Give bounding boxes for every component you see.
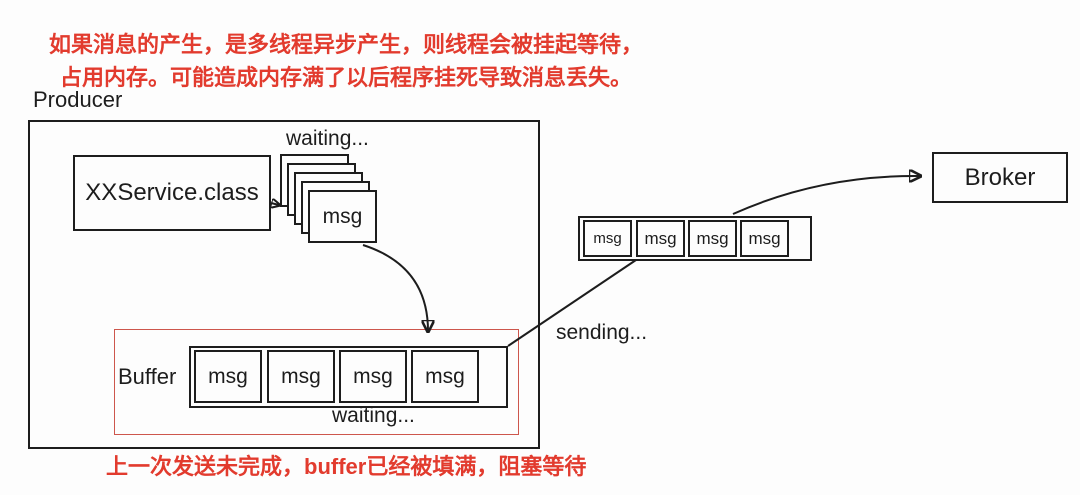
buffer-slot-3: msg — [339, 350, 407, 403]
send-queue-slot-4-label: msg — [748, 228, 781, 248]
buffer-container — [189, 346, 508, 408]
bottom-annotation: 上一次发送未完成，buffer已经被填满，阻塞等待 — [106, 454, 587, 479]
buffer-highlight-rect — [114, 329, 519, 435]
send-queue-slot-1: msg — [583, 220, 632, 257]
send-queue-slot-1-label: msg — [593, 230, 622, 247]
send-queue-slot-2-label: msg — [644, 228, 677, 248]
top-annotation-line2: 占用内存。可能造成内存满了以后程序挂死导致消息丢失。 — [59, 65, 632, 90]
msg-card-front-label: msg — [322, 204, 363, 228]
sending-label: sending... — [556, 321, 648, 344]
top-annotation: 如果消息的产生，是多线程异步产生，则线程会被挂起等待， 占用内存。可能造成内存满… — [38, 28, 654, 94]
msg-card-front: msg — [308, 190, 377, 243]
broker-label: Broker — [964, 163, 1036, 191]
service-class-box: XXService.class — [73, 155, 271, 231]
buffer-waiting-label: waiting... — [332, 404, 415, 427]
send-queue-slot-3-label: msg — [696, 228, 729, 248]
broker-box: Broker — [932, 152, 1068, 203]
send-queue-slot-4: msg — [740, 220, 789, 257]
buffer-slot-2: msg — [267, 350, 335, 403]
service-class-label: XXService.class — [85, 179, 259, 206]
buffer-slot-3-label: msg — [353, 364, 393, 388]
buffer-slot-4: msg — [411, 350, 479, 403]
buffer-slot-1-label: msg — [208, 364, 248, 388]
stack-waiting-label: waiting... — [286, 127, 369, 150]
send-queue-slot-2: msg — [636, 220, 685, 257]
producer-label: Producer — [33, 87, 123, 112]
buffer-slot-2-label: msg — [281, 364, 321, 388]
arrow-queue-to-broker — [732, 176, 920, 215]
buffer-slot-1: msg — [194, 350, 262, 403]
buffer-slot-4-label: msg — [425, 364, 465, 388]
buffer-label: Buffer — [118, 364, 177, 389]
top-annotation-line1: 如果消息的产生，是多线程异步产生，则线程会被挂起等待， — [48, 32, 643, 57]
send-queue-slot-3: msg — [688, 220, 737, 257]
